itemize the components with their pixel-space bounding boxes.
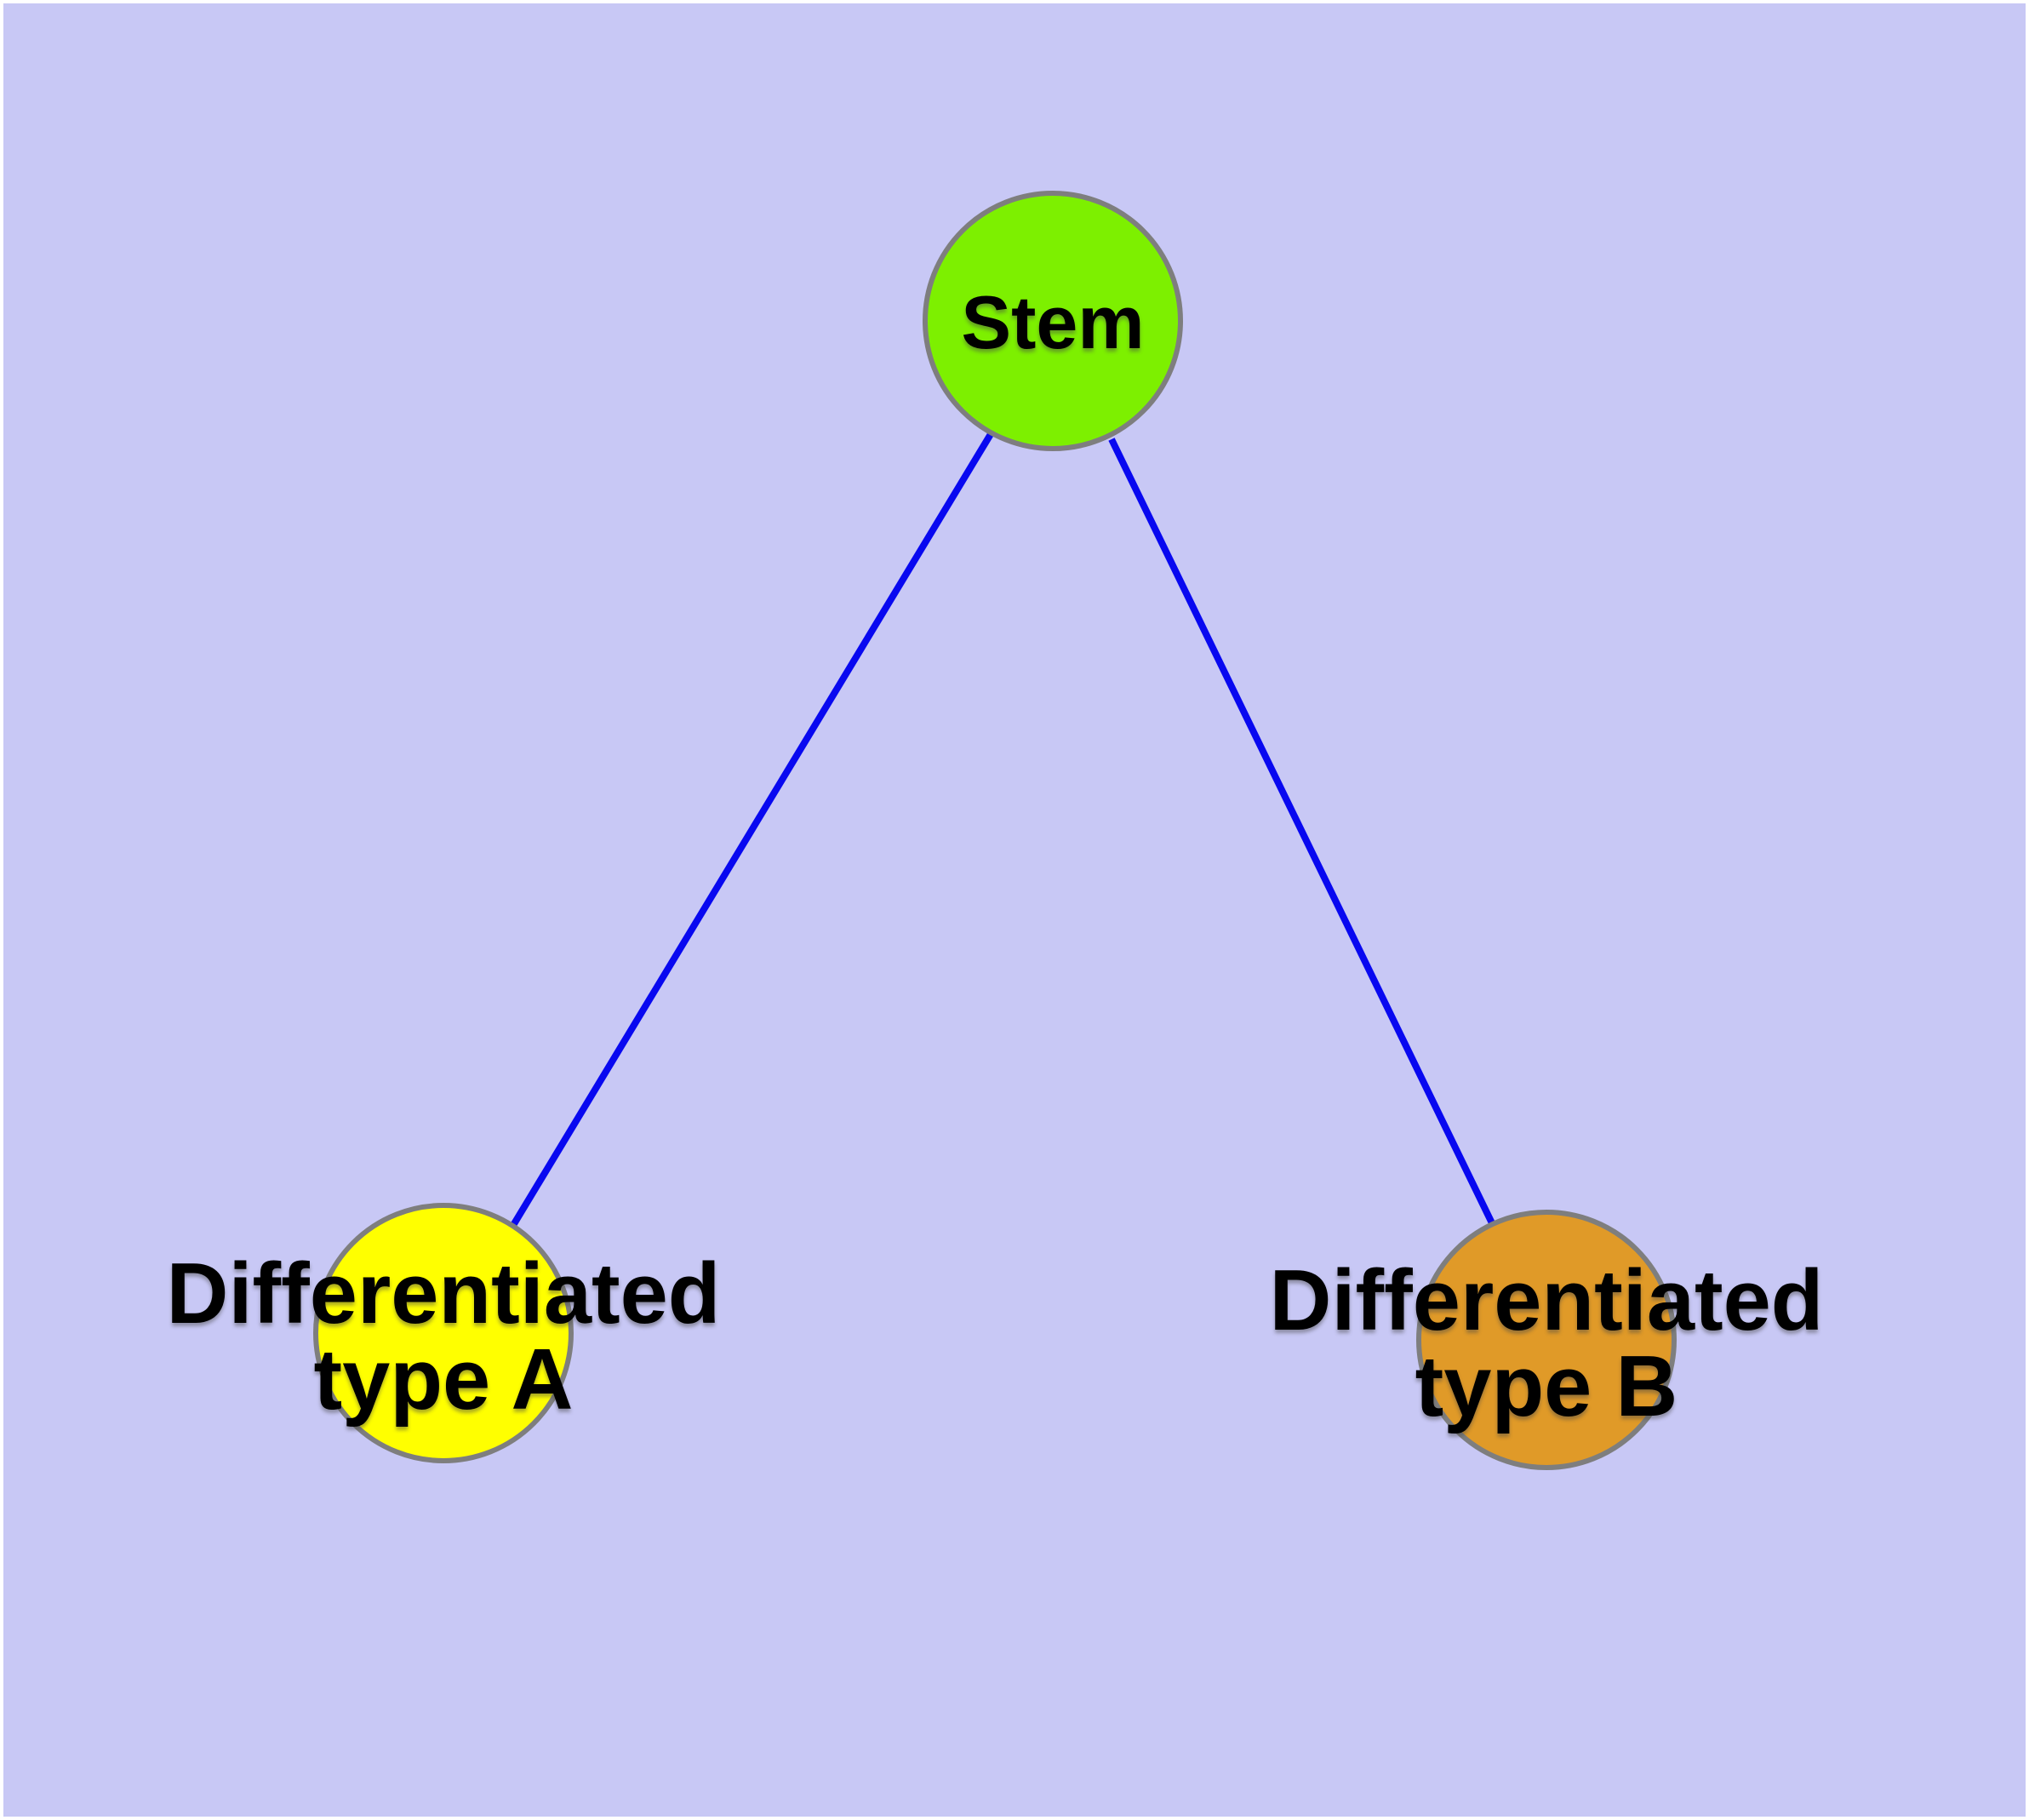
- node-stem-label: Stem: [961, 285, 1144, 360]
- node-type-a-label-line2: type A: [313, 1332, 574, 1428]
- edge-stem-to-type-a: [509, 432, 994, 1229]
- node-differentiated-type-a[interactable]: [313, 1203, 574, 1463]
- node-stem[interactable]: [923, 191, 1183, 451]
- node-type-a-label-line1: Differentiated: [166, 1246, 721, 1342]
- node-type-b-label: Differentiated type B: [1270, 1258, 1824, 1430]
- edge-stem-to-type-b: [1108, 438, 1498, 1230]
- graph-layer: [313, 191, 1677, 1470]
- node-type-b-label-line2: type B: [1415, 1339, 1678, 1434]
- node-differentiated-type-b[interactable]: [1416, 1210, 1677, 1470]
- node-stem-label-text: Stem: [961, 280, 1145, 364]
- node-type-b-label-line1: Differentiated: [1269, 1253, 1824, 1348]
- node-type-a-label: Differentiated type A: [167, 1251, 721, 1423]
